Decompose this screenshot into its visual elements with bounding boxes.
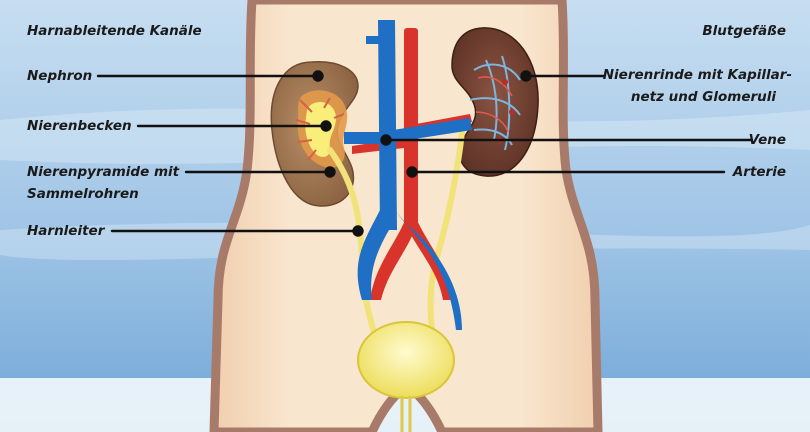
urethra [400, 396, 412, 432]
label-nierenrinde-line2: netz und Glomeruli [630, 89, 776, 105]
label-harnleiter: Harnleiter [27, 223, 105, 239]
bladder [357, 321, 455, 399]
label-nierenrinde: Nierenrinde mit Kapillar- netz und Glome… [603, 64, 792, 108]
label-vene: Vene [748, 132, 786, 148]
label-nierenpyramide-line2: Sammelrohren [27, 186, 139, 202]
vein [344, 20, 472, 330]
heading-harnableitende-kanaele: Harnableitende Kanäle [27, 23, 202, 39]
label-nierenbecken: Nierenbecken [27, 118, 132, 134]
label-nierenrinde-line1: Nierenrinde mit Kapillar- [602, 67, 792, 83]
heading-blutgefaesse: Blutgefäße [702, 23, 786, 39]
label-nephron: Nephron [27, 68, 93, 84]
label-arterie: Arterie [732, 164, 786, 180]
label-nierenpyramide-line1: Nierenpyramide mit [27, 164, 180, 180]
label-nierenpyramide: Nierenpyramide mit Sammelrohren [27, 161, 179, 205]
leader-lines [96, 70, 754, 237]
